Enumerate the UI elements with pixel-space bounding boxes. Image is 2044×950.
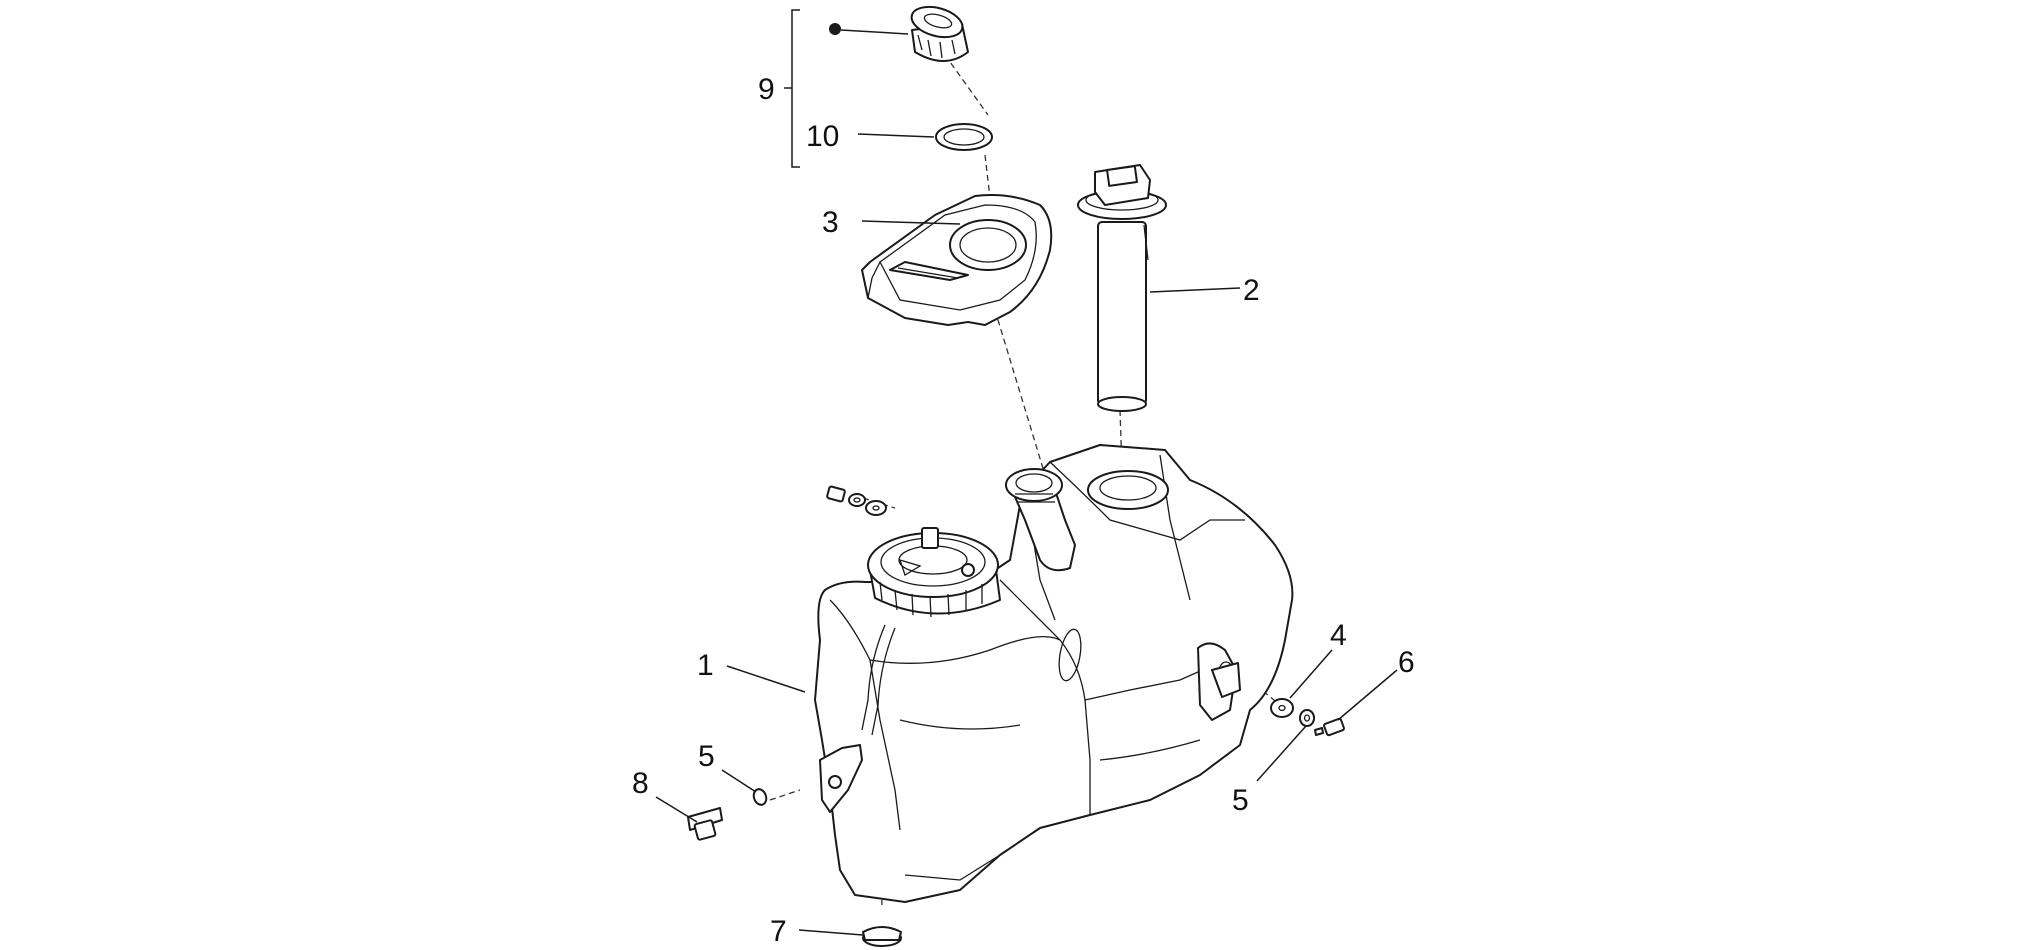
fuel-cap	[910, 5, 969, 62]
callout-1: 1	[697, 649, 714, 682]
fuel-tank	[814, 444, 1294, 903]
callout-6: 6	[1398, 646, 1415, 679]
callout-8: 8	[632, 767, 649, 800]
pump-bolt	[826, 485, 887, 516]
callout-5-left: 5	[698, 740, 715, 773]
callout-7: 7	[770, 915, 787, 948]
washer-small-left	[752, 788, 768, 806]
callout-9: 9	[758, 73, 775, 106]
callout-4: 4	[1330, 619, 1347, 652]
callout-5-right: 5	[1232, 784, 1249, 817]
fuel-level-sender	[1077, 164, 1167, 412]
callout-10: 10	[806, 120, 839, 153]
assembly-lines	[769, 54, 1281, 906]
callout-3: 3	[822, 206, 839, 239]
callout-2: 2	[1243, 274, 1260, 307]
filler-cover	[861, 194, 1053, 326]
seal-ring	[935, 123, 993, 151]
washer-small-right	[1299, 709, 1315, 727]
bolt-left	[687, 807, 723, 841]
bolt-right	[1314, 717, 1345, 737]
washer-large	[1270, 698, 1294, 718]
drain-plug	[862, 926, 902, 947]
cap-bullet-dot	[829, 23, 841, 35]
